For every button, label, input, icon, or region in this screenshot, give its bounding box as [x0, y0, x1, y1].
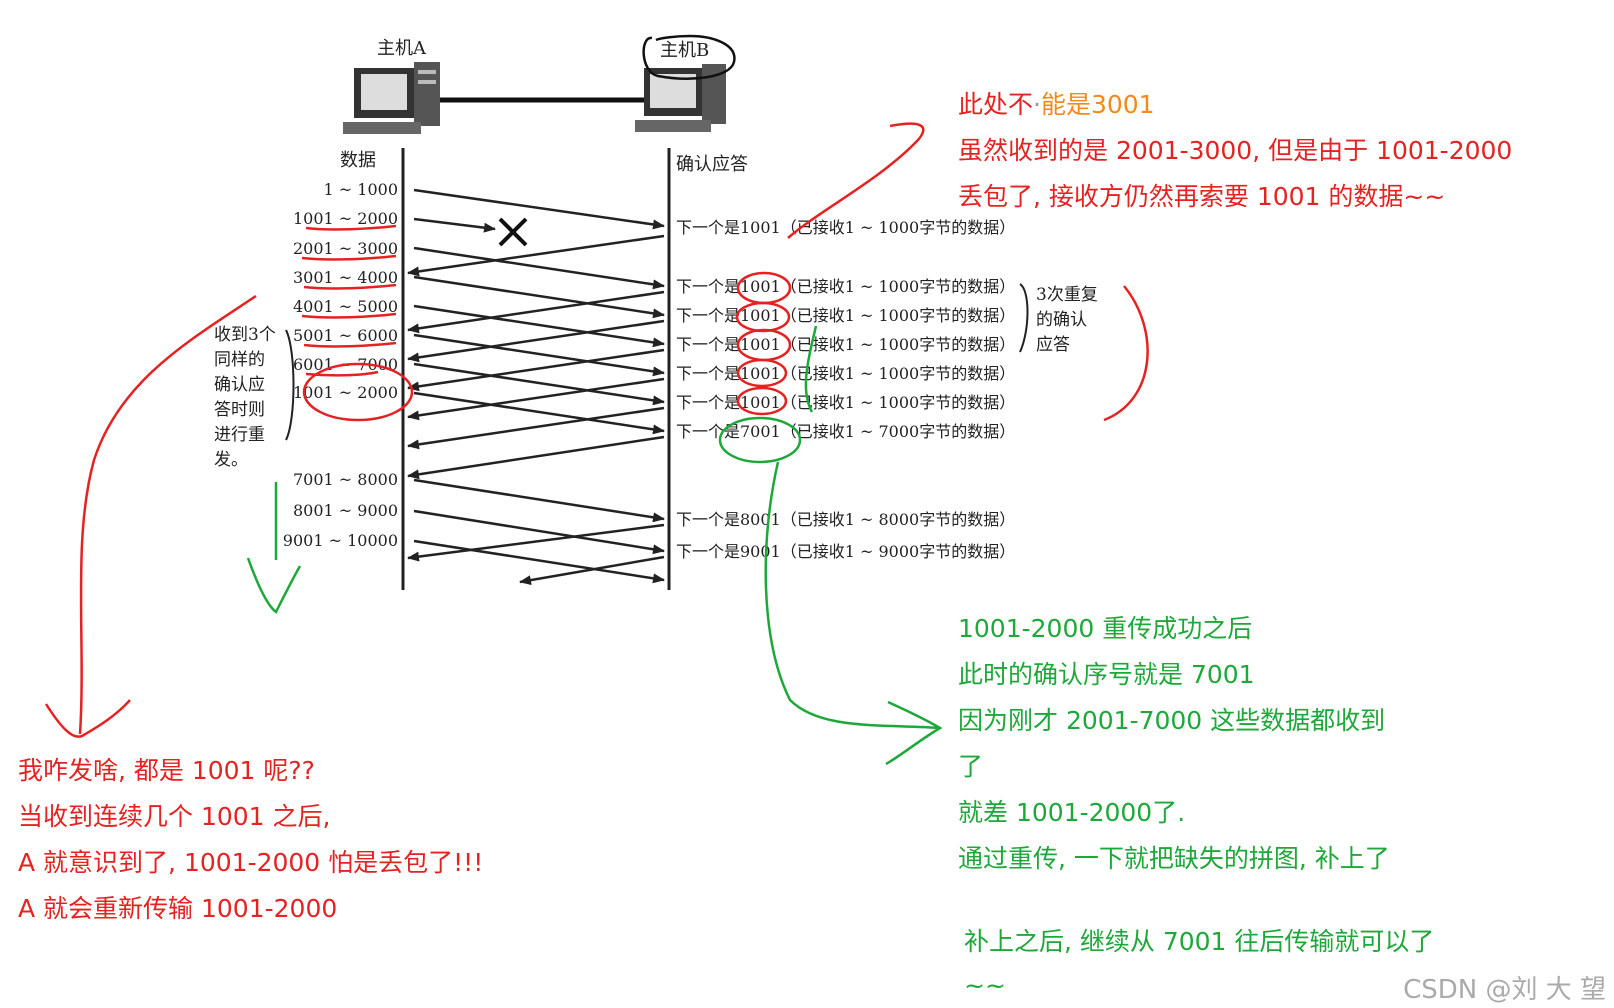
ack-label: 下一个是8001（已接收1 ~ 8000字节的数据）	[676, 510, 1015, 529]
new-ack-circle	[718, 416, 802, 464]
ack-arrow	[407, 523, 665, 562]
ack-arrow	[519, 555, 665, 586]
ack-label: 下一个是1001（已接收1 ~ 1000字节的数据）	[676, 393, 1015, 412]
segment-label: 1001 ~ 2000	[293, 383, 398, 402]
ack-arrow	[407, 319, 665, 363]
host-b-label: 主机B	[660, 40, 709, 61]
ack-arrow	[407, 406, 665, 450]
retransmit-circle	[302, 362, 414, 422]
data-arrow	[413, 333, 665, 377]
retransmit-note: 发。	[214, 450, 248, 470]
note-bottom-left: 我咋发啥, 都是 1001 呢?? 当收到连续几个 1001 之后, A 就意识…	[18, 756, 484, 923]
right-column-title: 确认应答	[676, 154, 748, 175]
annotation-pointer-left	[44, 294, 257, 738]
ack-label: 下一个是1001（已接收1 ~ 1000字节的数据）	[676, 335, 1015, 354]
lost-data-arrow	[413, 217, 496, 233]
segment-label: 1 ~ 1000	[324, 180, 398, 199]
green-brace	[804, 325, 818, 413]
note-green-tail: 补上之后, 继续从 7001 往后传输就可以了 ~~	[964, 927, 1435, 1000]
data-arrow	[413, 362, 665, 406]
retransmit-brace	[285, 329, 295, 441]
note-green-block: 1001-2000 重传成功之后 此时的确认序号就是 7001 因为刚才 200…	[958, 614, 1390, 873]
retransmit-arrow	[413, 391, 665, 435]
dup-ack-note: 的确认	[1036, 310, 1087, 330]
down-arrow-green	[246, 482, 302, 614]
packet-lost-icon	[498, 217, 528, 247]
data-arrow	[413, 188, 665, 230]
host-b-computer-icon	[635, 64, 726, 132]
dup-ack-brace	[1019, 283, 1029, 353]
ack-arrow	[407, 435, 665, 480]
dup-ack-bracket	[1103, 285, 1149, 422]
ack-label: 下一个是1001（已接收1 ~ 1000字节的数据）	[676, 277, 1015, 296]
note-top-right-line2: 虽然收到的是 2001-3000, 但是由于 1001-2000	[958, 136, 1513, 165]
segment-label: 7001 ~ 8000	[293, 470, 398, 489]
dup-ack-note: 3次重复	[1036, 285, 1098, 305]
data-arrow	[413, 275, 665, 319]
dup-ack-note: 应答	[1036, 335, 1070, 355]
segment-label: 3001 ~ 4000	[293, 268, 398, 287]
retransmit-note: 进行重	[214, 425, 265, 445]
watermark: CSDN @刘 大 望	[1403, 975, 1606, 1005]
ack-label: 下一个是1001（已接收1 ~ 1000字节的数据）	[676, 306, 1015, 325]
note-top-right-line3: 丢包了, 接收方仍然再索要 1001 的数据~~	[958, 182, 1446, 211]
ack-label: 下一个是9001（已接收1 ~ 9000字节的数据）	[676, 542, 1015, 561]
host-a-computer-icon	[343, 62, 440, 134]
segment-label: 8001 ~ 9000	[293, 501, 398, 520]
data-arrow	[413, 304, 665, 348]
retransmit-note: 确认应	[214, 375, 265, 395]
note-top-right-line1: 此处不·能是3001	[958, 90, 1155, 119]
segment-label: 2001 ~ 3000	[293, 239, 398, 258]
segment-underlines	[301, 224, 397, 377]
ack-label: 下一个是1001（已接收1 ~ 1000字节的数据）	[676, 218, 1015, 237]
ack-label: 下一个是1001（已接收1 ~ 1000字节的数据）	[676, 364, 1015, 383]
dup-ack-circles	[735, 271, 792, 416]
retransmit-note: 同样的	[214, 350, 265, 370]
retransmit-note: 答时则	[214, 400, 265, 420]
annotation-pointer-green	[764, 461, 943, 766]
retransmit-note: 收到3个	[214, 325, 276, 345]
ack-arrow	[407, 234, 665, 277]
data-arrow	[413, 509, 665, 555]
segment-label: 4001 ~ 5000	[293, 297, 398, 316]
data-arrow	[413, 539, 665, 584]
ack-label: 下一个是7001（已接收1 ~ 7000字节的数据）	[676, 422, 1015, 441]
host-a-label: 主机A	[377, 38, 427, 59]
ack-arrow	[407, 290, 665, 334]
segment-label: 9001 ~ 10000	[283, 531, 398, 550]
data-arrow	[413, 246, 665, 290]
data-arrow	[413, 478, 665, 523]
host-b-circle	[642, 34, 736, 80]
ack-arrow	[407, 348, 665, 392]
segment-label: 5001 ~ 6000	[293, 326, 398, 345]
segment-label: 1001 ~ 2000	[293, 209, 398, 228]
left-column-title: 数据	[340, 150, 376, 171]
annotation-pointer-top	[787, 122, 925, 239]
ack-arrow	[407, 377, 665, 421]
